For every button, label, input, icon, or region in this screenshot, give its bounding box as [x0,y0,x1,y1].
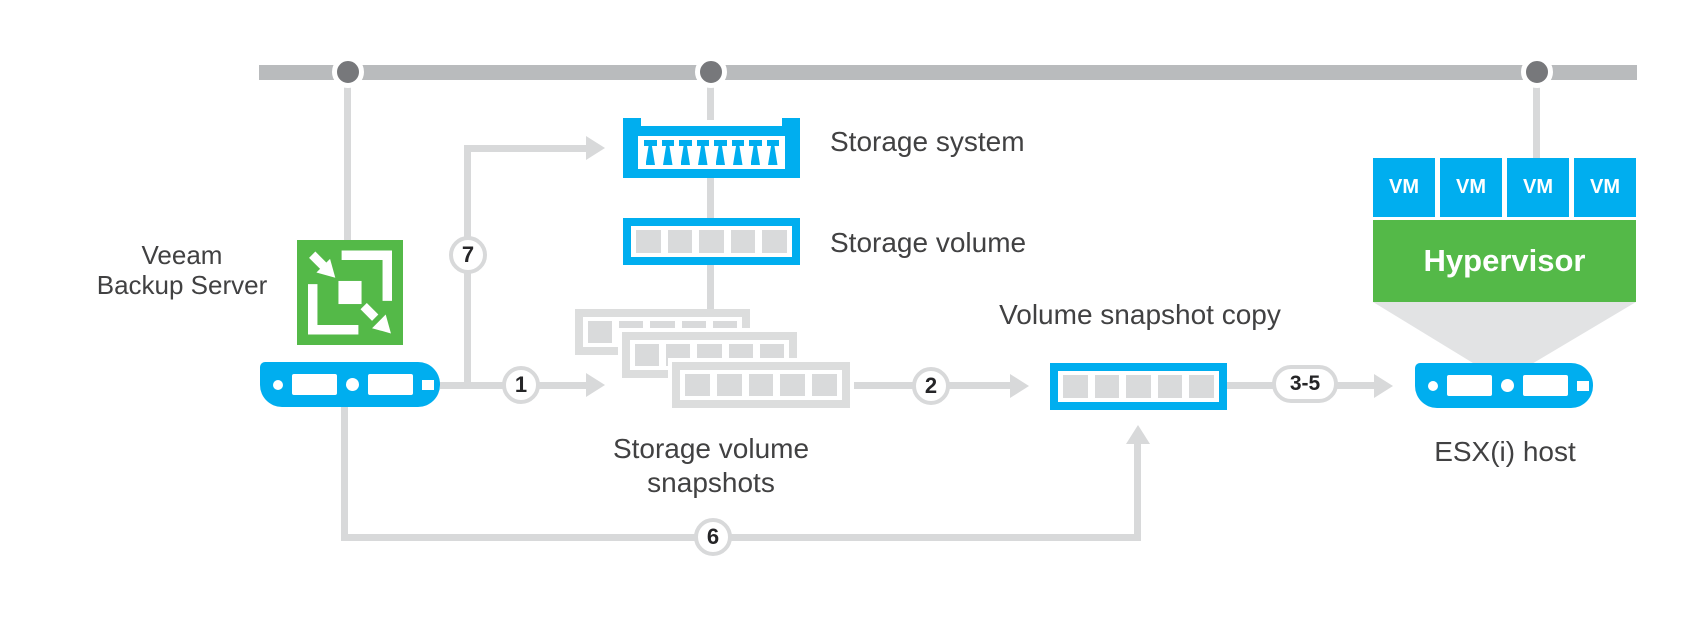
veeam-arrows-glyph [308,250,392,335]
connector-system-volume [707,176,714,220]
volume-cell [699,230,724,253]
vm-icon: VM [1373,158,1435,217]
volume-cell [812,374,837,396]
veeam-backup-server-label: Veeam Backup Server [96,240,268,300]
tap-line-esx [1533,78,1540,160]
arrowhead-step6 [1126,425,1150,444]
server-drive-bay-icon [1447,375,1492,396]
volume-cells [1058,371,1219,402]
port-pin-icon [731,140,745,165]
esx-host-server-icon [1415,363,1593,408]
step-6-label: 6 [706,524,720,549]
vm-icon: VM [1507,158,1569,217]
vm-icon: VM [1440,158,1502,217]
vm-label: VM [1523,176,1553,198]
volume-cell [697,344,722,366]
hypervisor-label: Hypervisor [1423,243,1586,278]
volume-cell [716,374,742,396]
storage-volume-snapshots-label: Storage volume snapshots [612,433,810,498]
port-pin-icon [696,140,710,165]
network-node-dot [1521,56,1553,88]
server-drive-bay-icon [1523,375,1568,396]
arrowhead-step1 [586,373,605,397]
rack-tab [782,118,800,136]
server-port-icon [1577,380,1589,391]
connector-step7-horizontal [464,145,586,152]
tap-line-veeam [344,78,351,240]
step-7-label: 7 [461,242,475,267]
volume-cell [759,344,785,366]
volume-cell [1063,375,1088,398]
step-badge-2: 2 [912,367,950,405]
esx-host-label: ESX(i) host [1434,436,1576,467]
volume-cell [1094,375,1120,398]
arrowhead-step35 [1374,374,1393,398]
server-led-icon [273,379,283,390]
step-2-label: 2 [924,373,938,398]
veeam-server-icon [260,362,440,407]
volume-cell [728,344,753,366]
connector-step6-right [1134,444,1141,541]
rack-tab [623,118,641,136]
vm-label: VM [1456,176,1486,198]
storage-system-icon [623,118,800,178]
volume-cell [1157,375,1183,398]
port-pin-icon [749,140,762,165]
hypervisor-funnel [1373,302,1636,363]
step-badge-6: 6 [694,518,732,556]
storage-volume-snapshot-icon [672,362,850,408]
step-1-label: 1 [514,372,528,397]
volume-cell [588,321,613,343]
step-badge-7: 7 [449,236,487,274]
step-badge-3-5: 3-5 [1272,365,1338,403]
connector-volume-snapshots [707,263,714,313]
port-pin-icon [766,140,780,165]
connector-step6-bottom [341,534,1138,541]
server-drive-bay-icon [292,374,337,395]
port-pin-icon [644,140,657,165]
server-port-icon [422,379,434,390]
hypervisor-block: Hypervisor [1373,220,1636,302]
veeam-logo-icon [297,240,403,345]
volume-cell [685,374,710,396]
server-led-icon [1428,380,1438,391]
network-node-dot [695,56,727,88]
step-badge-1: 1 [502,366,540,404]
volume-cell [1126,375,1151,398]
port-pin-icon [661,140,675,165]
volume-cells [631,226,792,257]
storage-volume-label: Storage volume [830,227,1027,258]
volume-cell [762,230,787,253]
storage-volume-icon [623,218,800,265]
tap-line-storage [707,78,714,120]
volume-cell [667,230,693,253]
volume-cells [680,370,842,400]
connector-step6-left [341,405,348,541]
vm-label: VM [1389,176,1419,198]
vm-label: VM [1590,176,1620,198]
port-pin-icon [679,140,692,165]
step-3-5-label: 3-5 [1289,372,1321,395]
arrowhead-step2 [1010,374,1029,398]
volume-cell [636,230,661,253]
volume-snapshot-copy-label: Volume snapshot copy [999,299,1281,330]
server-drive-bay-icon [368,374,413,395]
vm-icon: VM [1574,158,1636,217]
volume-cell [1189,375,1214,398]
volume-snapshot-copy-icon [1050,363,1227,410]
network-bar [259,65,1637,80]
volume-cell [730,230,756,253]
volume-cell [748,374,774,396]
server-led-icon [346,378,359,391]
arrowhead-step7 [586,136,605,160]
network-node-dot [332,56,364,88]
storage-system-label: Storage system [830,126,1025,157]
port-pin-icon [714,140,727,165]
rack-ports [638,136,785,169]
volume-cell [635,344,660,366]
volume-cell [780,374,806,396]
volume-cell [666,344,691,366]
server-led-icon [1501,379,1514,392]
